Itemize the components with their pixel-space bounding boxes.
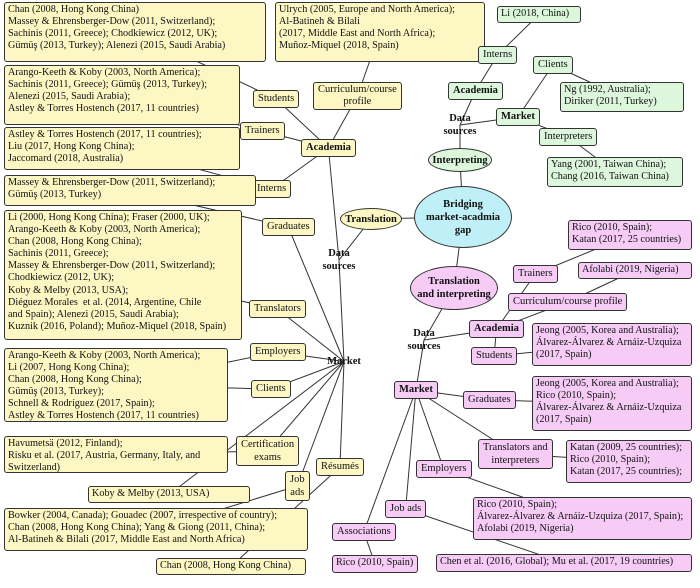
translation-clients: Clients [251,380,291,398]
connector-line [287,226,345,362]
translation-trainers: Trainers [240,122,285,140]
ref-box-interpreting-clients: Ng (1992, Australia); Diriker (2011, Tur… [560,82,684,112]
ref-box-interns: Astley & Torres Hostench (2017, 11 count… [4,127,240,170]
ref-box-tni-graduates: Jeong (2005, Korea and Australia); Rico … [532,376,692,431]
translation-translators: Translators [249,300,306,318]
ref-box-interpreting-interns: Li (2018, China) [497,6,581,23]
tni-employers: Employers [416,460,472,478]
translation-data-sources: Data sources [322,248,356,272]
tni-data-sources: Data sources [407,328,441,352]
connector-line [405,389,417,510]
ref-box-tni-job-ads: Chen et al. (2016, Global); Mu et al. (2… [436,554,692,572]
translation-academia: Academia [301,139,356,157]
translation-graduates: Graduates [262,218,315,236]
translation-students: Students [253,90,300,108]
connector-line [339,361,345,468]
translation-curriculum: Curriculum/course profile [313,82,402,110]
interpreting-hub: Interpreting [428,148,492,172]
connector-line [327,147,340,261]
ref-box-students: Chan (2008, Hong Kong China) Massey & Eh… [4,2,266,62]
ref-box-curriculum: Ulrych (2005, Europe and North America);… [275,2,485,62]
ref-box-certification: Havumetsä (2012, Finland); Risku et al. … [4,436,228,473]
translation-resumes: Résumés [316,458,364,476]
ref-box-graduates: Massey & Ehrensberger-Dow (2011, Switzer… [4,175,256,206]
ref-box-tni-employers: Rico (2010, Spain); Álvarez-Álvarez & Ar… [473,497,692,540]
ref-box-koby-melby: Koby & Melby (2013, USA) [88,486,250,503]
ref-box-tni-students: Jeong (2005, Korea and Australia); Álvar… [532,323,692,366]
center-node: Bridging market-acadmia gap [414,186,512,248]
connector-line [296,361,345,487]
tni-job-ads: Job ads [385,500,427,518]
interpreting-interns: Interns [478,46,518,64]
connector-line [363,389,417,533]
ref-box-job-ads: Bowker (2004, Canada); Gouadec (2007, ir… [4,508,308,551]
connector-line [415,389,445,470]
interpreting-academia: Academia [448,82,503,100]
translation-market: Market [327,356,361,367]
ref-box-tni-translators-interpreters: Katan (2009, 25 countries); Rico (2010, … [566,440,692,483]
ref-box-tni-curriculum: Afolabi (2019, Nigeria) [578,262,692,279]
ref-box-resumes: Chan (2008, Hong Kong China) [156,558,306,575]
tni-translators-interpreters: Translators and interpreters [478,439,553,469]
tni-academia: Academia [469,320,524,338]
interpreting-interpreters: Interpreters [539,128,598,146]
ref-box-tni-trainers: Rico (2010, Spain); Katan (2017, 25 coun… [568,220,692,250]
translation-employers: Employers [250,343,306,361]
interpreting-market: Market [496,108,540,126]
ref-box-trainers: Arango-Keeth & Koby (2003, North America… [4,65,240,125]
ref-box-employers: Arango-Keeth & Koby (2003, North America… [4,348,228,422]
translation-hub: Translation [340,208,402,230]
tni-associations: Associations [332,523,396,541]
tni-curriculum: Curriculum/course profile [508,293,628,311]
ref-box-interpreters: Yang (2001, Taiwan China); Chang (2016, … [547,157,683,187]
translation-job-ads: Job ads [285,471,310,501]
ref-box-translators: Li (2000, Hong Kong China); Fraser (2000… [4,210,242,340]
translation-interpreting-hub: Translation and interpreting [410,266,498,310]
connector-line [338,259,345,362]
interpreting-clients: Clients [533,56,573,74]
translation-interns: Interns [252,180,292,198]
tni-trainers: Trainers [513,265,558,283]
interpreting-data-sources: Data sources [443,113,477,137]
tni-market: Market [394,381,438,399]
ref-box-tni-associations: Rico (2010, Spain) [332,555,418,573]
translation-certification-exams: Certification exams [236,436,300,466]
tni-students: Students [471,347,518,365]
tni-graduates: Graduates [463,391,516,409]
